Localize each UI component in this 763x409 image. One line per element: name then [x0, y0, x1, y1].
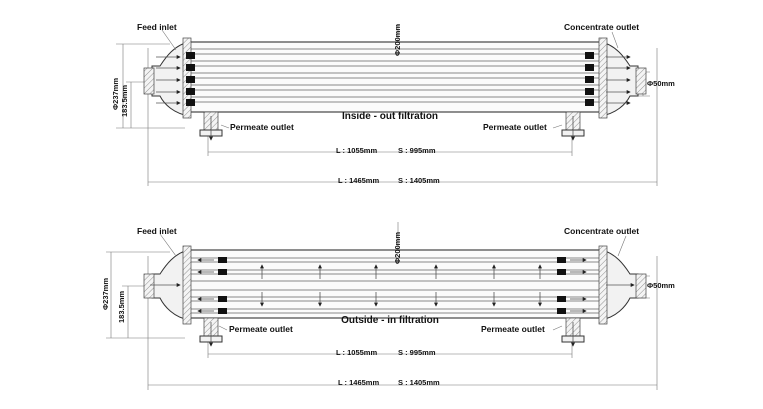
shell-diameter-label-1: Φ237mm	[111, 78, 120, 110]
permeate-outlet-right-label-1: Permeate outlet	[483, 122, 547, 132]
shell-diameter-label-2: Φ237mm	[101, 278, 110, 310]
outer-length-S-label-2: S : 1405mm	[398, 378, 440, 387]
diagram-title-2: Outside - in filtration	[341, 315, 439, 326]
flow-arrows-2	[150, 258, 635, 313]
right-flange-1	[598, 37, 608, 119]
inner-length-S-label-1: S : 995mm	[398, 146, 436, 155]
left-end-cap-1	[151, 41, 191, 117]
inner-length-L-label-2: L : 1055mm	[336, 348, 377, 357]
left-flange-2	[182, 245, 192, 325]
inner-length-L-label-1: L : 1055mm	[336, 146, 377, 155]
end-diameter-label-1: Φ50mm	[647, 79, 675, 88]
flow-arrows-1	[156, 55, 631, 105]
outer-length-L-label-2: L : 1465mm	[338, 378, 379, 387]
right-outlet-port-2	[635, 273, 647, 299]
left-inlet-port-2	[143, 273, 155, 299]
diagram-title-1: Inside - out filtration	[342, 111, 438, 122]
potting-blocks-1	[186, 52, 594, 106]
end-diameter-label-2: Φ50mm	[647, 281, 675, 290]
membrane-shell-2	[189, 249, 601, 319]
outer-length-S-label-1: S : 1405mm	[398, 176, 440, 185]
permeate-outlet-left-label-1: Permeate outlet	[230, 122, 294, 132]
height-label-1: 183.5mm	[120, 85, 129, 117]
tube-diameter-label-2: Φ200mm	[393, 232, 402, 264]
right-outlet-port-1	[635, 67, 647, 95]
diagram-outside-in: Feed inlet Concentrate outlet Outside - …	[101, 222, 675, 390]
feed-inlet-label-1: Feed inlet	[137, 22, 177, 32]
concentrate-outlet-label-2: Concentrate outlet	[564, 226, 639, 236]
diagram-inside-out: Feed inlet Concentrate outlet Inside - o…	[111, 22, 675, 186]
permeate-outlet-right-label-2: Permeate outlet	[481, 324, 545, 334]
inner-length-S-label-2: S : 995mm	[398, 348, 436, 357]
permeate-nozzles-1	[199, 111, 585, 141]
outer-length-L-label-1: L : 1465mm	[338, 176, 379, 185]
height-label-2: 183.5mm	[117, 291, 126, 323]
feed-inlet-label-2: Feed inlet	[137, 226, 177, 236]
membrane-tubes-2	[160, 257, 630, 314]
concentrate-outlet-label-1: Concentrate outlet	[564, 22, 639, 32]
left-inlet-port-1	[143, 67, 155, 95]
right-end-cap-1	[599, 41, 639, 117]
membrane-tubes-1	[190, 48, 600, 103]
permeate-nozzles-2	[199, 317, 585, 347]
tube-diameter-label-1: Φ200mm	[393, 24, 402, 56]
potting-blocks-2	[218, 257, 566, 314]
right-flange-2	[598, 245, 608, 325]
permeate-outlet-left-label-2: Permeate outlet	[229, 324, 293, 334]
